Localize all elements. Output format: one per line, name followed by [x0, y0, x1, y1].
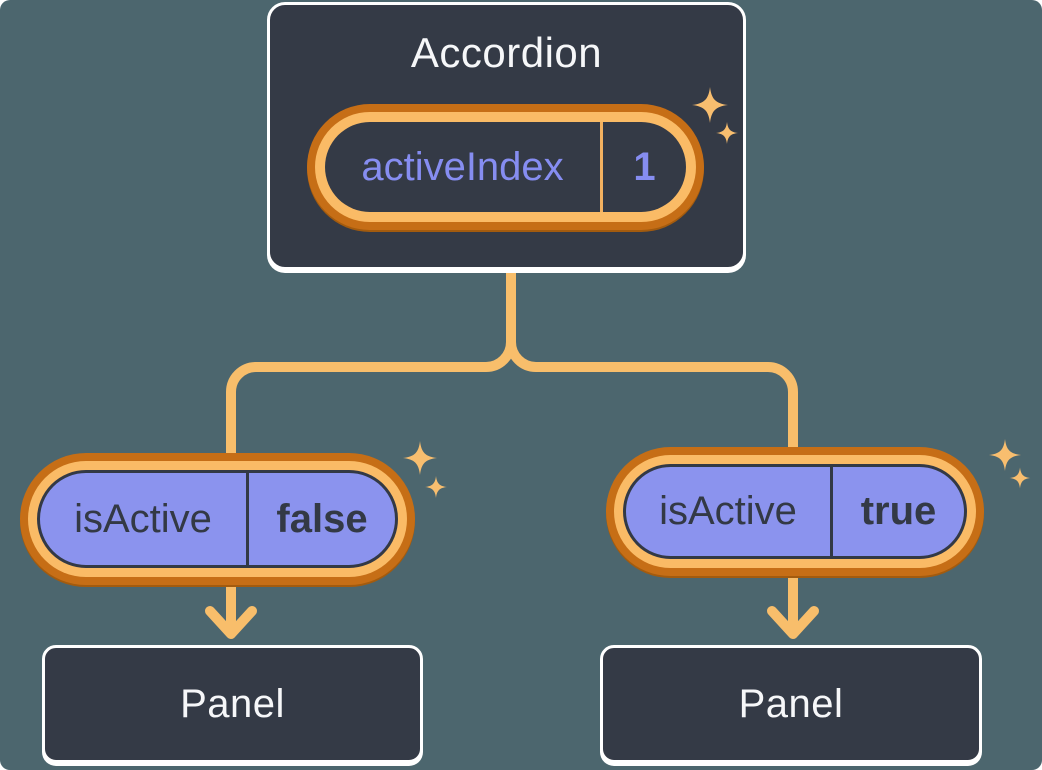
sparkle-icon — [403, 441, 437, 475]
prop-pill-ring: isActive false — [28, 461, 407, 577]
state-pill-activeindex: activeIndex 1 — [307, 104, 704, 230]
state-pill-ring: activeIndex 1 — [315, 112, 696, 222]
state-pill-divider — [600, 122, 603, 212]
prop-name: isActive — [659, 489, 797, 533]
prop-name: isActive — [74, 496, 212, 541]
prop-pill-body: isActive false — [37, 470, 398, 568]
panel-title: Panel — [180, 681, 285, 726]
accordion-component-box: Accordion activeIndex 1 — [267, 2, 746, 270]
prop-pill-body: isActive true — [623, 464, 967, 559]
accordion-title: Accordion — [410, 29, 603, 76]
prop-value: false — [276, 496, 368, 541]
sparkle-icon — [989, 439, 1021, 471]
prop-pill-isactive-false: isActive false — [20, 453, 415, 585]
panel-component-box-right: Panel — [600, 645, 982, 763]
state-value: 1 — [633, 144, 656, 189]
prop-value: true — [860, 489, 937, 533]
state-name: activeIndex — [361, 144, 564, 189]
sparkle-icon — [1009, 467, 1031, 489]
prop-pill-ring: isActive true — [614, 455, 976, 568]
branch-line-left — [226, 261, 516, 463]
panel-title: Panel — [738, 681, 844, 726]
arrow-left-head — [205, 606, 257, 639]
state-pill-body: activeIndex 1 — [325, 122, 686, 212]
prop-pill-isactive-true: isActive true — [606, 447, 984, 576]
prop-pill-divider — [830, 467, 833, 556]
branch-line-right — [506, 261, 798, 457]
panel-component-box-left: Panel — [42, 645, 423, 763]
arrow-right-head — [767, 606, 819, 639]
sparkle-icon — [425, 476, 447, 498]
prop-pill-divider — [246, 473, 249, 565]
